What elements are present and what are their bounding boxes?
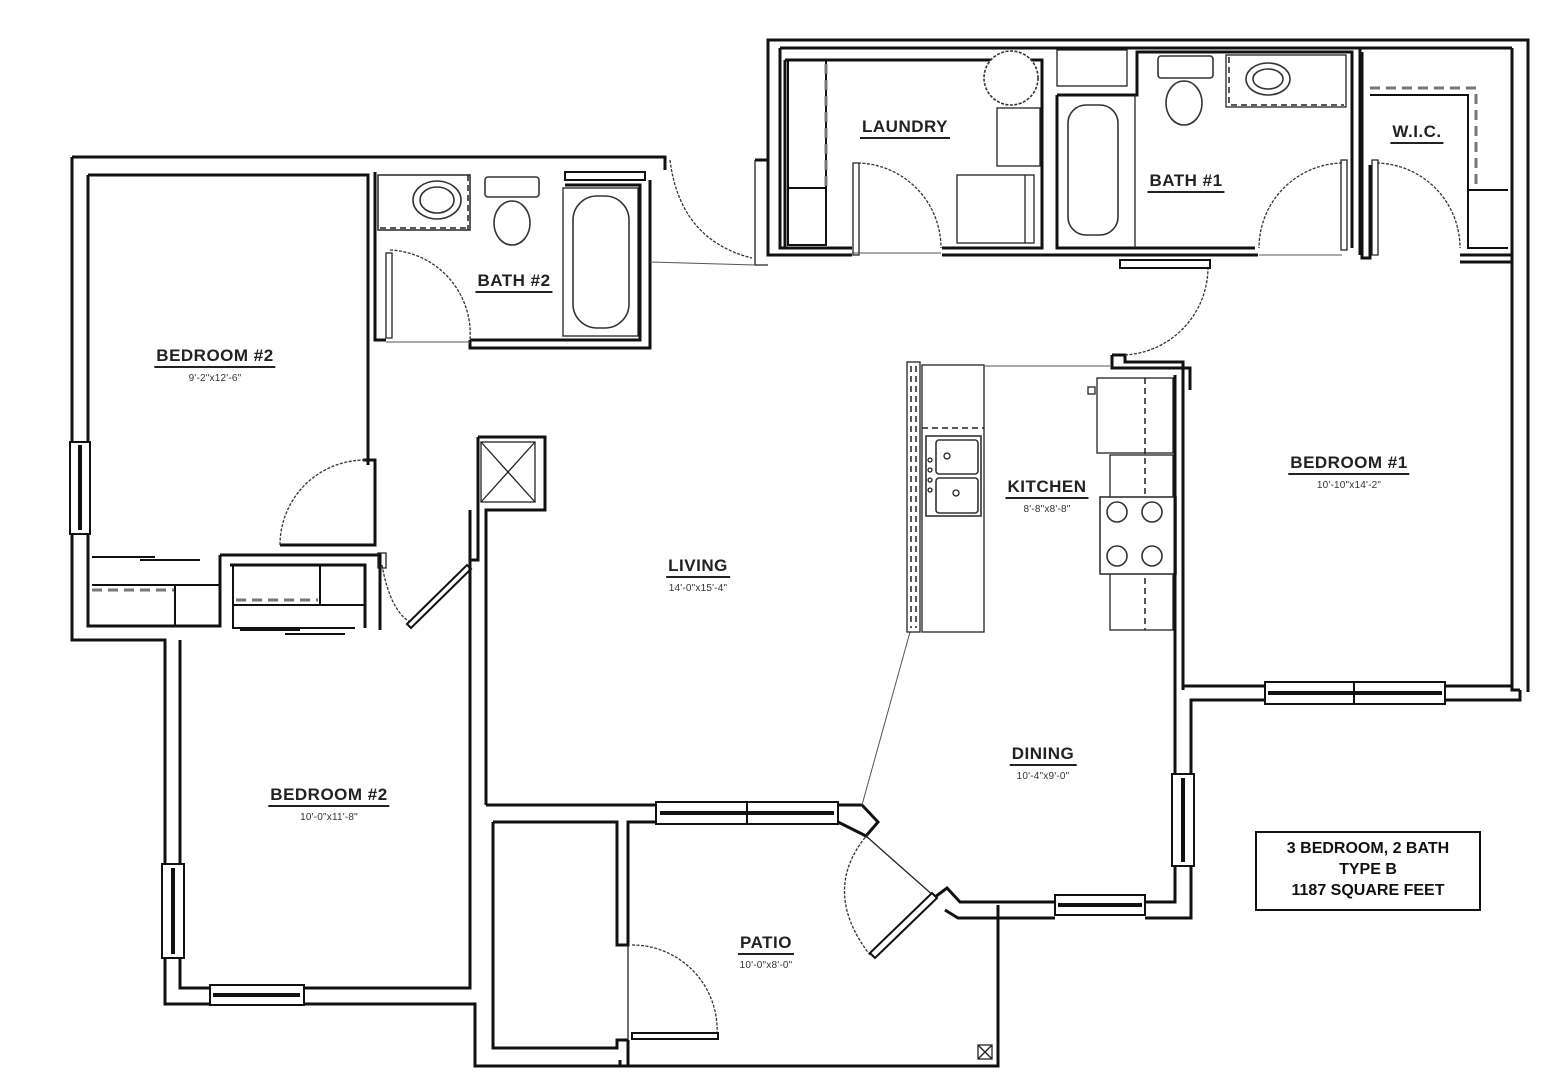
room-name: PATIO [738,934,794,955]
room-label-laundry: LAUNDRY [860,118,950,139]
room-label-bedroom2-lower: BEDROOM #2 10'-0"x11'-8" [268,786,390,823]
laundry-walls [649,48,1120,266]
room-name: BATH #2 [475,272,553,293]
exterior-walls [70,38,1530,1068]
room-name: W.I.C. [1390,123,1444,144]
bath2-walls [366,171,652,450]
summary-bed-bath: 3 BEDROOM, 2 BATH [1286,840,1450,857]
chase-box [468,435,547,805]
dining-walls [1054,375,1265,920]
room-label-patio: PATIO 10'-0"x8'-0" [738,934,794,971]
room-label-wic: W.I.C. [1390,123,1444,144]
unit-summary-box: 3 BEDROOM, 2 BATH TYPE B 1187 SQUARE FEE… [1255,831,1481,911]
room-name: BATH #1 [1147,172,1225,193]
room-name: DINING [1009,745,1077,766]
room-dimensions: 14'-0"x15'-4" [668,583,728,594]
room-dimensions: 10'-0"x11'-8" [300,812,358,823]
wic-walls [1358,48,1512,264]
room-dimensions: 10'-10"x14'-2" [1316,480,1382,491]
room-label-living: LIVING 14'-0"x15'-4" [666,557,730,594]
room-name: LAUNDRY [860,118,950,139]
bath1-walls [1055,49,1354,269]
living-patio-walls [486,631,1055,1068]
kitchen-fixtures [906,361,1177,640]
room-name: BEDROOM #2 [154,347,276,368]
room-name: KITCHEN [1005,478,1089,499]
room-name: BEDROOM #2 [268,786,390,807]
room-label-bedroom2-upper: BEDROOM #2 9'-2"x12'-6" [154,347,276,384]
bedroom1-walls [1110,267,1522,705]
summary-type: TYPE B [1339,861,1397,878]
room-dimensions: 9'-2"x12'-6" [188,373,242,384]
room-dimensions: 10'-0"x8'-0" [739,960,793,971]
room-dimensions: 10'-4"x9'-0" [1016,771,1070,782]
summary-square-feet: 1187 SQUARE FEET [1291,882,1445,899]
room-label-bath2: BATH #2 [475,272,553,293]
bedroom2-upper-walls [69,441,473,990]
room-label-bath1: BATH #1 [1147,172,1225,193]
room-name: LIVING [666,557,730,578]
bedroom2-lower-windows [161,863,305,1006]
room-label-dining: DINING 10'-4"x9'-0" [1009,745,1077,782]
room-label-bedroom1: BEDROOM #1 10'-10"x14'-2" [1288,454,1410,491]
room-label-kitchen: KITCHEN 8'-8"x8'-8" [1005,478,1089,515]
room-dimensions: 8'-8"x8'-8" [1023,504,1071,515]
room-name: BEDROOM #1 [1288,454,1410,475]
